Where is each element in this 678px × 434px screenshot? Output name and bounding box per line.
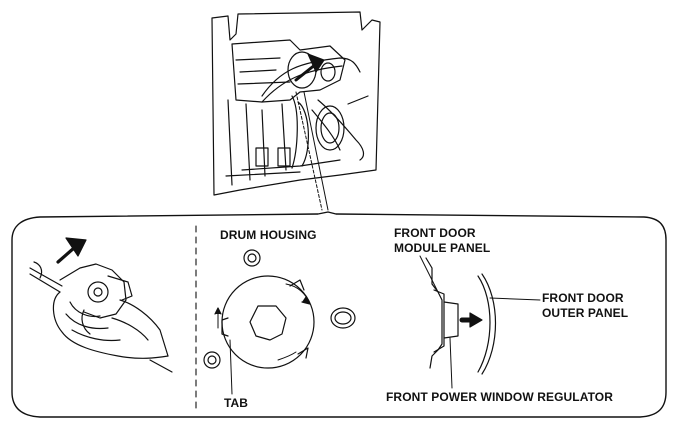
door-overview <box>211 11 381 211</box>
hand-illustration <box>29 261 173 373</box>
label-regulator: FRONT POWER WINDOW REGULATOR <box>386 390 614 404</box>
cross-section <box>419 255 541 389</box>
callout-frame <box>11 211 667 418</box>
label-module-panel-line2: MODULE PANEL <box>394 241 491 255</box>
label-drum-housing: DRUM HOUSING <box>220 228 317 242</box>
label-outer-panel-line2: OUTER PANEL <box>542 306 629 320</box>
label-module-panel-line1: FRONT DOOR <box>394 226 476 240</box>
drum-housing <box>203 249 356 395</box>
label-outer-panel-line1: FRONT DOOR <box>542 291 624 305</box>
label-tab: TAB <box>224 396 249 410</box>
